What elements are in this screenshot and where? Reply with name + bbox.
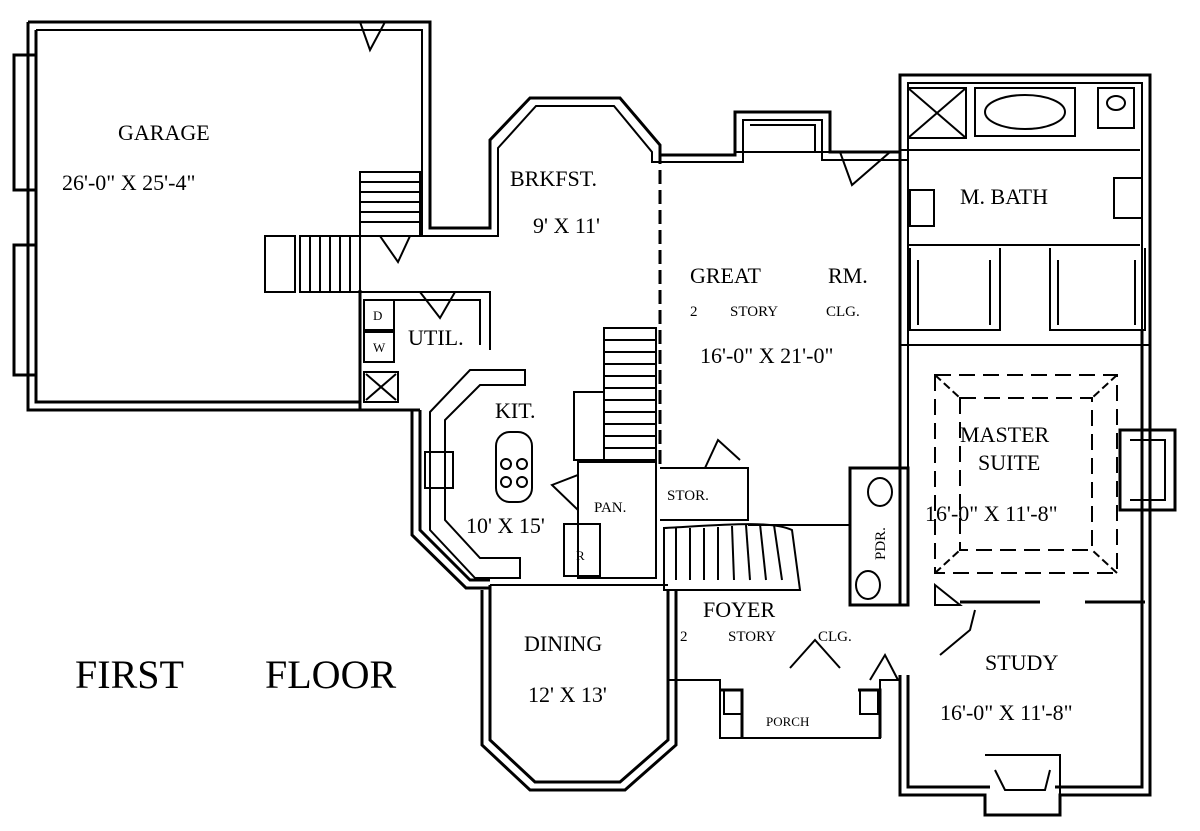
fireplace-great [734, 112, 831, 153]
porch-column-right [859, 689, 879, 715]
labels: GARAGE 26'-0" X 25'-4" BRKFST. 9' X 11' … [62, 120, 1073, 729]
great-note-a: 2 [690, 304, 698, 320]
stor-door [704, 438, 741, 469]
closet-right [1049, 248, 1146, 331]
mbath-sink-left [909, 189, 935, 227]
study-walls [898, 600, 1152, 817]
brkfst-label: BRKFST. [510, 166, 597, 191]
pantry-door [550, 473, 579, 513]
closet-left [909, 248, 1001, 331]
refrigerator-box [563, 523, 601, 577]
util-box-2 [363, 331, 395, 363]
kit-label: KIT. [495, 398, 536, 423]
garage-stairs [264, 171, 421, 293]
garage-dims: 26'-0" X 25'-4" [62, 170, 195, 195]
util-walls [360, 291, 491, 350]
refrigerator-label: R [576, 548, 585, 563]
dining-dims: 12' X 13' [528, 682, 607, 707]
floor-title-word2: FLOOR [265, 652, 396, 697]
porch-column-left [723, 689, 743, 715]
util-door-swing [378, 235, 412, 265]
foyer-note-b: STORY [728, 629, 776, 645]
toilet-mbath [1097, 87, 1135, 129]
washer-label: D [373, 308, 382, 323]
garage-door-swing [358, 21, 387, 53]
walls [12, 20, 1177, 817]
kitchen-bay-wall [410, 410, 490, 590]
master-outer-wall [1140, 330, 1152, 600]
tray-ceiling-outer [934, 374, 1118, 574]
master-dims: 16'-0" X 11'-8" [925, 501, 1058, 526]
great-dims: 16'-0" X 21'-0" [700, 343, 833, 368]
pdr-sink [855, 570, 881, 600]
kit-dims: 10' X 15' [466, 513, 545, 538]
study-bay [985, 754, 1061, 795]
foyer-stairs [663, 523, 802, 591]
mbath-sink-right [1113, 177, 1143, 219]
great-label-a: GREAT [690, 263, 761, 288]
porch-label: PORCH [766, 714, 809, 729]
util-label: UTIL. [408, 325, 464, 350]
mbath-label: M. BATH [960, 184, 1048, 209]
util-box-1 [363, 299, 395, 331]
dining-label: DINING [524, 631, 602, 656]
master-door [934, 582, 963, 606]
master-label-b: SUITE [978, 450, 1040, 475]
study-door [939, 609, 976, 656]
foyer-label: FOYER [703, 597, 775, 622]
great-door [838, 151, 893, 187]
tray-ceiling-inner [959, 397, 1093, 551]
util-door [419, 291, 456, 320]
stor-walls [660, 467, 749, 521]
garage-bottom-right [358, 290, 420, 412]
dining-walls [480, 585, 678, 792]
kitchen-island [495, 431, 533, 503]
master-fireplace [1118, 428, 1177, 512]
stor-label: STOR. [667, 488, 709, 504]
pantry-walls [577, 461, 657, 579]
great-note-b: STORY [730, 304, 778, 320]
foyer-note-c: CLG. [818, 629, 852, 645]
study-dims: 16'-0" X 11'-8" [940, 700, 1073, 725]
kitchen-sink [424, 451, 454, 489]
garage-label: GARAGE [118, 120, 210, 145]
garage-window-1 [12, 53, 38, 192]
tub [974, 87, 1076, 137]
shower [907, 87, 967, 139]
front-door [789, 638, 841, 669]
great-label-b: RM. [828, 263, 868, 288]
pdr-label: PDR. [873, 527, 889, 560]
study-label: STUDY [985, 650, 1058, 675]
kitchen-counter [429, 369, 526, 579]
dryer-label: W [373, 340, 386, 355]
util-box-3 [363, 371, 399, 403]
brkfst-dims: 9' X 11' [533, 213, 600, 238]
foyer-note-a: 2 [680, 629, 688, 645]
master-label-a: MASTER [960, 422, 1050, 447]
great-note-c: CLG. [826, 304, 860, 320]
pan-label: PAN. [594, 500, 626, 516]
garage-left-wall [26, 22, 360, 412]
floor-title-word1: FIRST [75, 652, 184, 697]
closet-door [869, 652, 899, 681]
pdr-toilet [867, 477, 893, 507]
garage-window-2 [12, 243, 38, 377]
central-stairs [573, 327, 657, 461]
